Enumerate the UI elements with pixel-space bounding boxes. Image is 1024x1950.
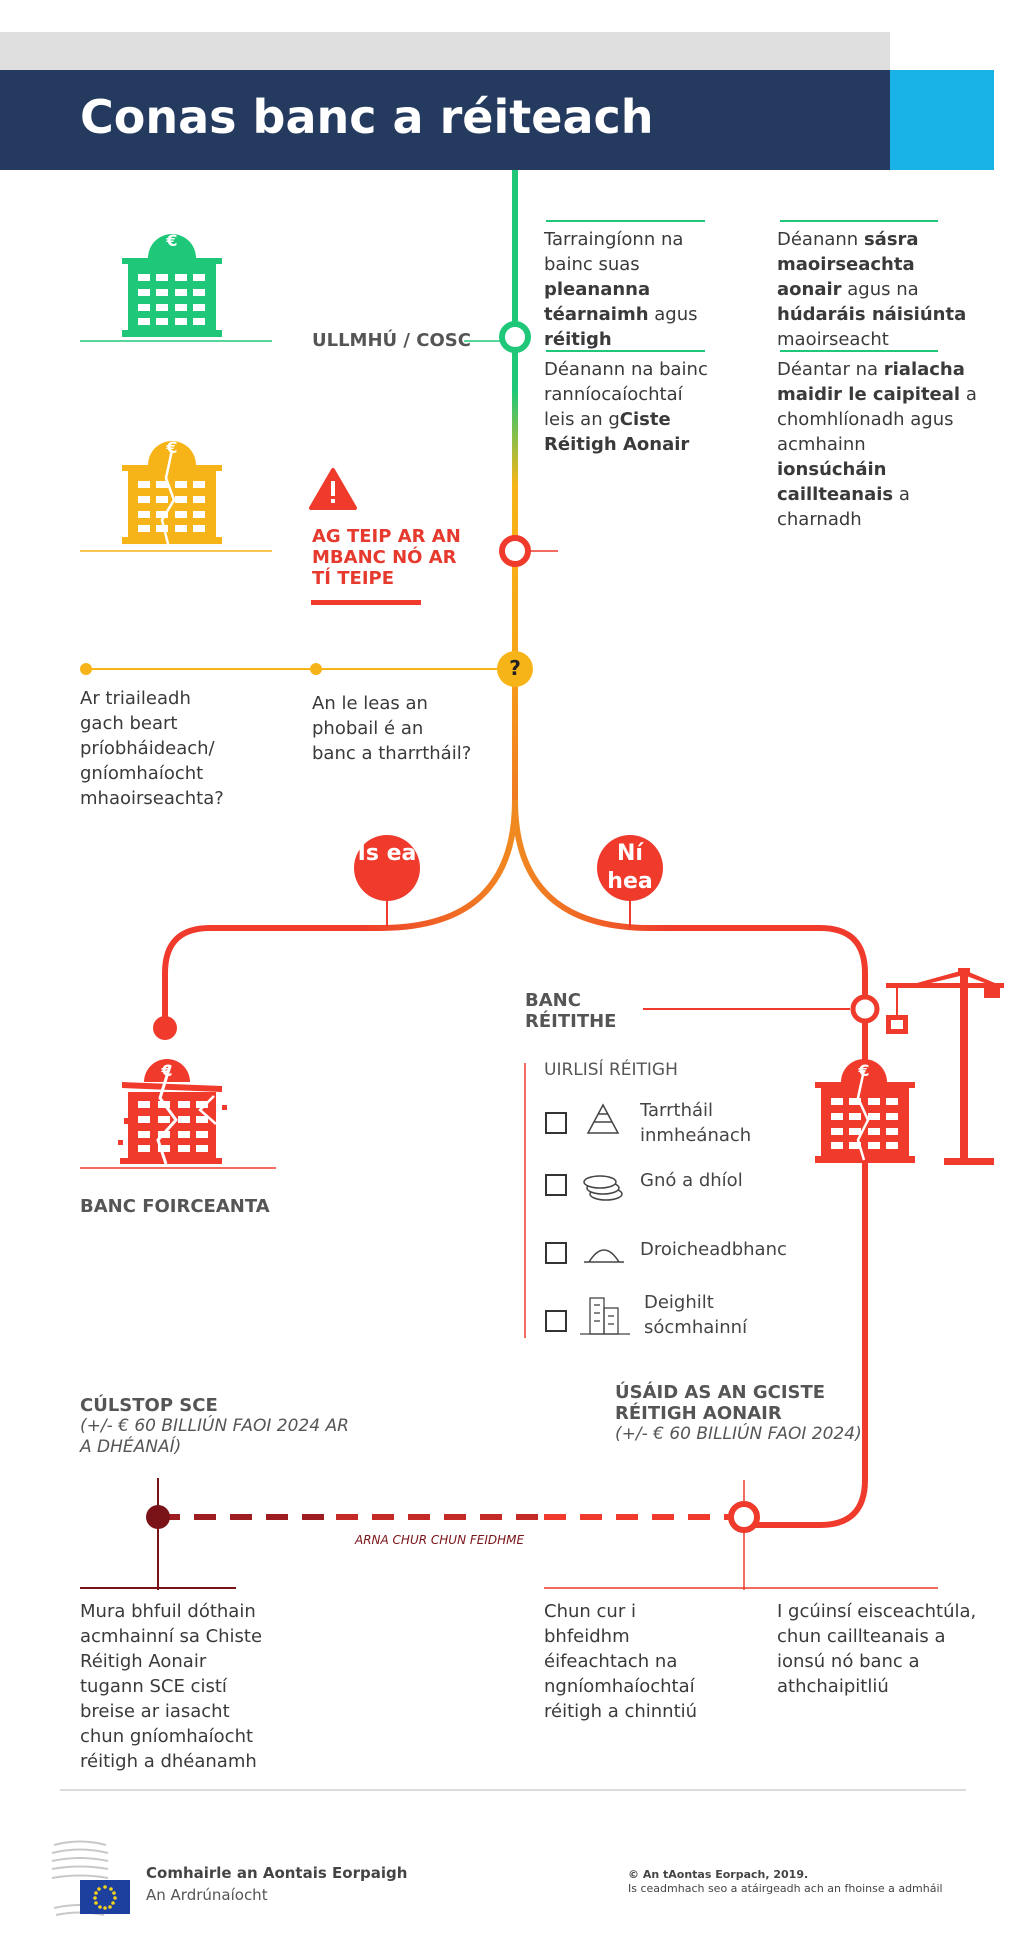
fund-title: ÚSÁID AS AN GCISTE RÉITIGH AONAIR [615, 1382, 826, 1424]
question-symbol: ? [509, 656, 521, 680]
resolved-bank-icon [815, 1059, 915, 1163]
yes-bubble-label: Is ea [357, 841, 417, 866]
council-name: Comhairle an Aontais Eorpaigh [146, 1864, 408, 1882]
dashed-link-label: ARNA CHUR CHUN FEIDHME [355, 1533, 525, 1547]
resolved-node [850, 994, 880, 1024]
crane-icon [886, 968, 1004, 1165]
euro-symbol: € [858, 1061, 870, 1080]
contributions-text: Déanann na bainc ranníocaíochtaí leis an… [544, 359, 708, 455]
euro-symbol: € [161, 1061, 173, 1080]
fund-description-1: Chun cur i bhfeidhm éifeachtach na ngnío… [544, 1601, 698, 1722]
supervision-text: Déanann sásra maoirseachta aonair agus n… [777, 229, 967, 350]
resolved-bank-label: BANC RÉITITHE [525, 990, 617, 1032]
reuse-text: Is ceadmhach seo a atáirgeadh ach an fho… [628, 1882, 943, 1895]
copyright-text: © An tAontas Eorpach, 2019. [628, 1868, 809, 1881]
checkbox [545, 1310, 567, 1332]
council-logo [51, 1840, 130, 1916]
fund-subtitle: (+/- € 60 BILLIÚN FAOI 2024) [615, 1424, 862, 1444]
backstop-node [146, 1505, 170, 1529]
header-accent [890, 70, 994, 170]
failing-label: AG TEIP AR AN MBANC NÓ AR TÍ TEIPE [312, 526, 461, 589]
buildings-icon [580, 1297, 630, 1335]
fund-description-2: I gcúinsí eisceachtúla, chun caillteanai… [777, 1601, 977, 1697]
public-interest-question: An le leas an phobail é an banc a tharrt… [312, 693, 472, 764]
warning-underline [311, 600, 421, 605]
page-title: Conas banc a réiteach [80, 90, 654, 144]
warning-icon [309, 468, 357, 510]
bridge-icon [584, 1249, 624, 1263]
fund-node [728, 1501, 760, 1533]
insolvent-endpoint [153, 1016, 177, 1040]
tool-asset-separation-label: Deighilt sócmhainní [644, 1292, 748, 1338]
checkbox [545, 1112, 567, 1134]
tools-header: UIRLISÍ RÉITIGH [544, 1060, 678, 1080]
question-node [497, 651, 533, 687]
tool-bail-in-label: Tarrtháil inmheánach [640, 1100, 752, 1146]
euro-symbol: € [166, 438, 178, 457]
tool-sale-label: Gnó a dhíol [640, 1170, 743, 1191]
euro-symbol: € [166, 231, 178, 250]
insolvent-bank-label: BANC FOIRCEANTA [80, 1196, 270, 1217]
checkbox [545, 1242, 567, 1264]
no-bubble-label: Ní hea [607, 841, 653, 894]
yes-bubble [354, 835, 420, 901]
prepare-node [499, 321, 531, 353]
tool-bridge-label: Droicheadbhanc [640, 1239, 787, 1260]
coins-icon [583, 1175, 623, 1201]
header-banner [0, 70, 890, 170]
backstop-subtitle: (+/- € 60 BILLIÚN FAOI 2024 AR A DHÉANAÍ… [80, 1416, 349, 1457]
insolvent-bank-icon [118, 1059, 227, 1165]
healthy-bank-icon [122, 234, 222, 337]
capital-rules-text: Déantar na rialacha maidir le caipiteal … [777, 359, 977, 530]
failing-node [499, 535, 531, 567]
prepare-label: ULLMHÚ / COSC [312, 330, 471, 351]
branch-line-no [512, 799, 868, 1528]
branch-line-yes [162, 799, 518, 1025]
checkbox [545, 1174, 567, 1196]
private-measures-question: Ar triaileadh gach beart príobháideach/ … [80, 688, 224, 809]
failing-bank-icon [122, 441, 222, 545]
backstop-description: Mura bhfuil dóthain acmhainní sa Chiste … [80, 1601, 263, 1772]
council-subname: An Ardrúnaíocht [146, 1886, 268, 1904]
no-bubble [597, 835, 663, 901]
backstop-title: CÚLSTOP SCE [80, 1395, 218, 1416]
header-top-band [0, 32, 890, 70]
question-dot [80, 663, 92, 675]
recovery-plans-text: Tarraingíonn na bainc suas pleananna téa… [544, 229, 698, 350]
bail-in-pyramid-icon [586, 1103, 620, 1134]
question-dot [310, 663, 322, 675]
